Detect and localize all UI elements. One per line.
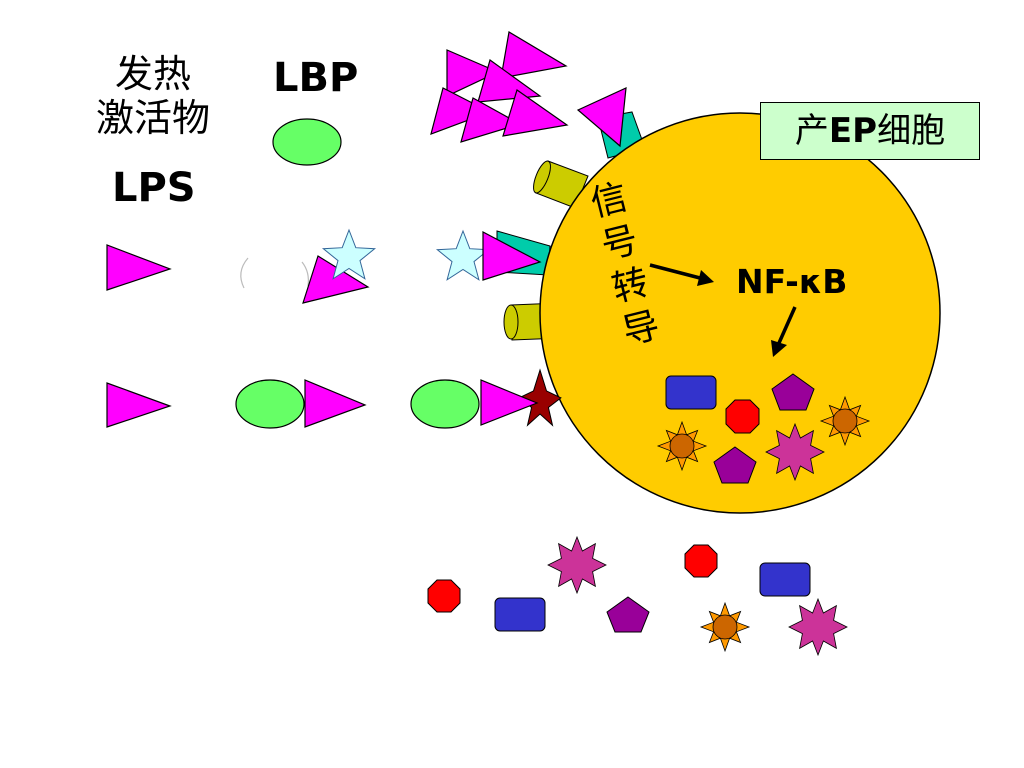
ep-cell-suffix: 细胞 xyxy=(877,111,946,151)
lps-triangle-icon xyxy=(106,382,172,428)
lps-triangle-icon xyxy=(576,87,627,148)
cytokine-octagon-icon xyxy=(427,579,461,613)
lbp-oval-icon xyxy=(272,118,342,166)
cytokine-rect-icon xyxy=(665,375,717,410)
pyrogen-label-line1: 发热 xyxy=(114,52,191,96)
lps-triangle-icon xyxy=(480,379,539,426)
ep-cell-ep: EP xyxy=(828,111,878,151)
cytokines-released xyxy=(427,535,848,657)
cytokine-burst-icon xyxy=(547,535,607,595)
lps-triangle-icon xyxy=(106,244,172,291)
ep-cell-prefix: 产 xyxy=(794,111,829,151)
cd14-star-icon xyxy=(321,228,377,280)
lps-cluster xyxy=(430,31,627,148)
lbp-oval-icon xyxy=(235,379,305,429)
cd14-star-icon xyxy=(435,229,491,281)
lps-triangle-icon xyxy=(460,97,522,143)
cytokines-inside xyxy=(656,373,871,484)
ep-cell-label-box: 产EP细胞 xyxy=(760,102,980,160)
lps-triangle-icon xyxy=(430,87,492,135)
cytokine-rect-icon xyxy=(759,562,811,597)
cytokine-octagon-icon xyxy=(684,544,718,578)
lps-triangle-icon xyxy=(482,231,542,281)
lbp-label: LBP xyxy=(273,55,359,101)
cytokine-burst-icon xyxy=(788,597,848,657)
cytokine-rect-icon xyxy=(494,597,546,632)
lps-triangle-icon xyxy=(502,89,569,137)
nfkb-arrow xyxy=(771,306,797,357)
lps-triangle-icon xyxy=(500,31,568,79)
lps-triangle-icon xyxy=(477,59,542,103)
tlr-star-icon xyxy=(518,368,562,427)
pyrogen-activator-label: 发热 激活物 xyxy=(78,52,228,140)
nfkb-label: NF-κB xyxy=(736,262,848,301)
cytokine-pentagon-icon xyxy=(771,373,815,411)
cytokine-burst-icon xyxy=(765,422,825,482)
signal-arrow xyxy=(649,263,714,286)
lps-triangle-icon xyxy=(446,49,500,97)
lbp-oval-fragment xyxy=(301,261,309,287)
cytokine-pentagon-icon xyxy=(713,446,757,484)
lbp-oval-icon xyxy=(410,379,480,429)
cytokine-pentagon-icon xyxy=(606,596,650,633)
lps-triangle-icon xyxy=(304,379,367,428)
lbp-oval-fragment xyxy=(240,257,249,289)
pyrogen-label-line2: 激活物 xyxy=(95,96,210,140)
cytokine-octagon-icon xyxy=(725,399,760,434)
lps-label: LPS xyxy=(112,165,196,211)
